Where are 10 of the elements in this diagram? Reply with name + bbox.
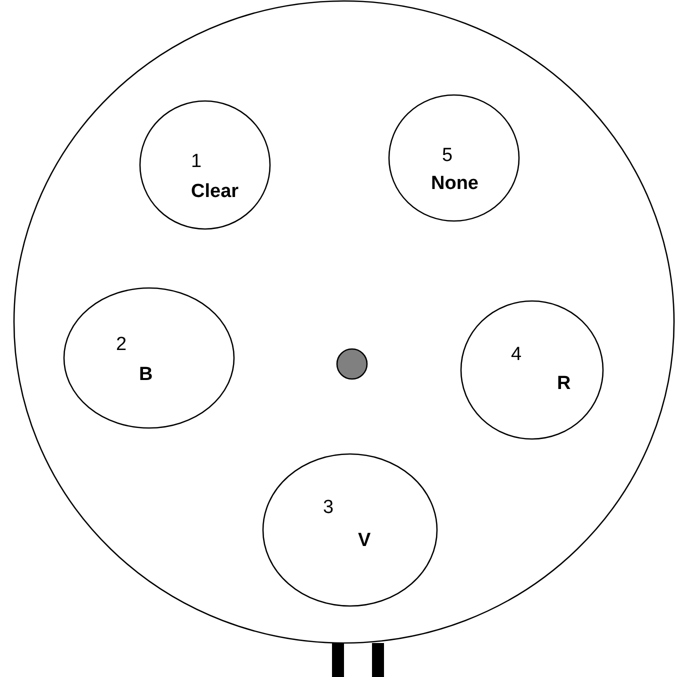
slot-number: 1 [191,152,202,171]
slot-number: 3 [323,498,334,517]
filter-label: V [358,531,371,550]
filter-label: None [431,174,478,193]
slot-number: 4 [511,345,522,364]
slot-number: 2 [116,335,127,354]
filter-label: Clear [191,182,239,201]
filter-label: R [557,374,571,393]
slot-number: 5 [442,146,453,165]
filter-label: B [139,365,153,384]
